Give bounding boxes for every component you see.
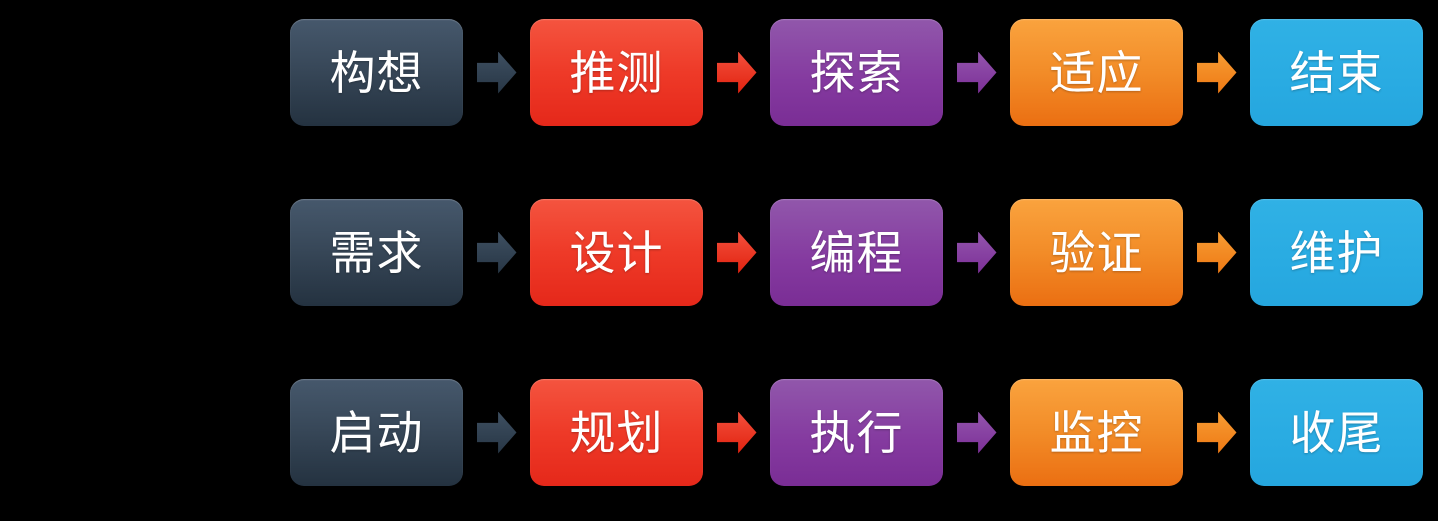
flow-step: 收尾 (1250, 379, 1423, 486)
flow-step: 执行 (770, 379, 943, 486)
flow-step: 推测 (530, 19, 703, 126)
flow-step-label: 结束 (1289, 46, 1384, 99)
flow-step-label: 设计 (569, 226, 664, 279)
arrow-right-icon (716, 411, 757, 454)
arrow-right-icon (716, 231, 757, 274)
flow-step-label: 验证 (1049, 226, 1144, 279)
flow-step: 维护 (1250, 199, 1423, 306)
flow-step-label: 构想 (329, 46, 424, 99)
flow-step-label: 收尾 (1289, 406, 1384, 459)
flow-step-label: 探索 (809, 46, 904, 99)
arrow-right-icon (956, 51, 997, 94)
flow-step: 规划 (530, 379, 703, 486)
arrow-right-icon (956, 231, 997, 274)
process-flow-diagram: 构想 推测 探索 适应 结束 需求 (290, 19, 1423, 486)
flow-step-label: 推测 (569, 46, 664, 99)
process-row-1: 构想 推测 探索 适应 结束 (290, 19, 1423, 126)
flow-step: 验证 (1010, 199, 1183, 306)
arrow-right-icon (1196, 231, 1237, 274)
flow-step: 需求 (290, 199, 463, 306)
flow-step: 结束 (1250, 19, 1423, 126)
flow-step-label: 启动 (329, 406, 424, 459)
flow-step-label: 适应 (1049, 46, 1144, 99)
arrow-right-icon (476, 411, 517, 454)
flow-step: 探索 (770, 19, 943, 126)
arrow-right-icon (716, 51, 757, 94)
flow-step-label: 维护 (1289, 226, 1384, 279)
flow-step: 设计 (530, 199, 703, 306)
arrow-right-icon (1196, 51, 1237, 94)
flow-step-label: 需求 (329, 226, 424, 279)
flow-step-label: 执行 (809, 406, 904, 459)
arrow-right-icon (476, 231, 517, 274)
flow-step-label: 编程 (809, 226, 904, 279)
process-row-3: 启动 规划 执行 监控 收尾 (290, 379, 1423, 486)
flow-step-label: 监控 (1049, 406, 1144, 459)
flow-step: 启动 (290, 379, 463, 486)
flow-step-label: 规划 (569, 406, 664, 459)
flow-step: 编程 (770, 199, 943, 306)
flow-step: 监控 (1010, 379, 1183, 486)
process-row-2: 需求 设计 编程 验证 维护 (290, 199, 1423, 306)
arrow-right-icon (1196, 411, 1237, 454)
arrow-right-icon (476, 51, 517, 94)
flow-step: 适应 (1010, 19, 1183, 126)
flow-step: 构想 (290, 19, 463, 126)
arrow-right-icon (956, 411, 997, 454)
